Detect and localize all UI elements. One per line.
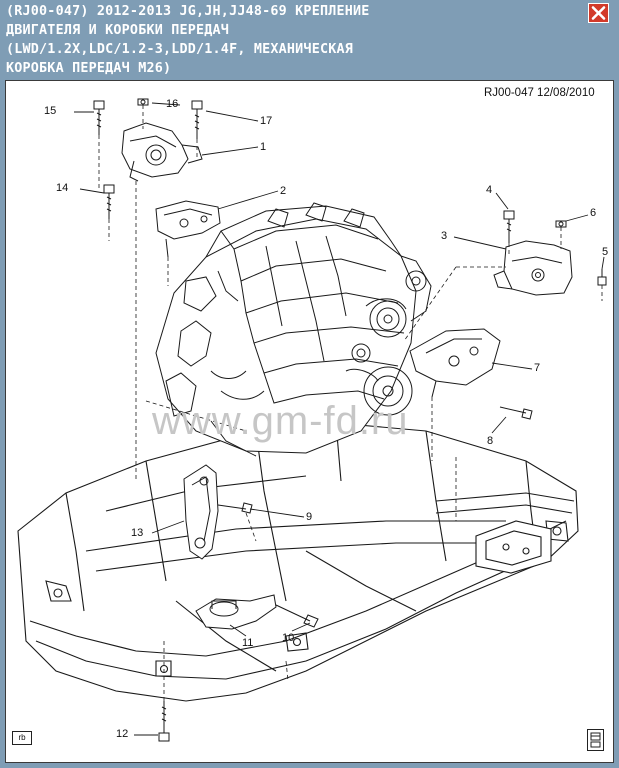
close-icon — [591, 6, 606, 20]
close-button[interactable] — [588, 3, 609, 23]
callout-10: 10 — [282, 632, 295, 644]
title-line-4: КОРОБКА ПЕРЕДАЧ M26) — [6, 61, 172, 76]
callout-1: 1 — [260, 141, 267, 153]
callout-16: 16 — [166, 98, 179, 110]
engine-mount-lower — [183, 464, 277, 630]
callout-12: 12 — [116, 728, 129, 740]
leader-lines — [74, 102, 605, 736]
dialog-header: (RJ00-047) 2012-2013 JG,JH,JJ48-69 КРЕПЛ… — [0, 0, 619, 80]
callout-17: 17 — [260, 115, 273, 127]
title-line-3: (LWD/1.2X,LDC/1.2-3,LDD/1.4F, МЕХАНИЧЕСК… — [6, 42, 353, 57]
callout-2: 2 — [280, 185, 287, 197]
subframe — [17, 422, 579, 702]
alignment-lines — [98, 105, 603, 701]
title-line-1: (RJ00-047) 2012-2013 JG,JH,JJ48-69 КРЕПЛ… — [6, 4, 370, 19]
callout-11: 11 — [242, 637, 254, 649]
ecology-badge-icon — [587, 729, 604, 751]
callout-9: 9 — [306, 511, 313, 523]
callout-8: 8 — [487, 435, 494, 447]
watermark: www.gm-fd.ru — [152, 399, 409, 443]
callout-5: 5 — [602, 246, 609, 258]
corner-label: rb — [12, 731, 32, 745]
callout-6: 6 — [590, 207, 597, 219]
diagram-title: (RJ00-047) 2012-2013 JG,JH,JJ48-69 КРЕПЛ… — [6, 2, 576, 78]
diagram-canvas: RJ00-047 12/08/2010 — [5, 80, 614, 763]
transmission-mount-upper — [121, 122, 221, 258]
callout-7: 7 — [534, 362, 541, 374]
exploded-view-drawing — [17, 98, 607, 742]
title-line-2: ДВИГАТЕЛЯ И КОРОБКИ ПЕРЕДАЧ — [6, 23, 230, 38]
callout-14: 14 — [56, 182, 69, 194]
diagram-reference: RJ00-047 12/08/2010 — [484, 87, 595, 99]
callout-13: 13 — [131, 527, 144, 539]
engine-assembly — [155, 202, 432, 457]
engine-mount-right — [409, 240, 573, 398]
callout-3: 3 — [441, 230, 448, 242]
callout-4: 4 — [486, 184, 493, 196]
fasteners — [93, 98, 607, 742]
callout-15: 15 — [44, 105, 57, 117]
